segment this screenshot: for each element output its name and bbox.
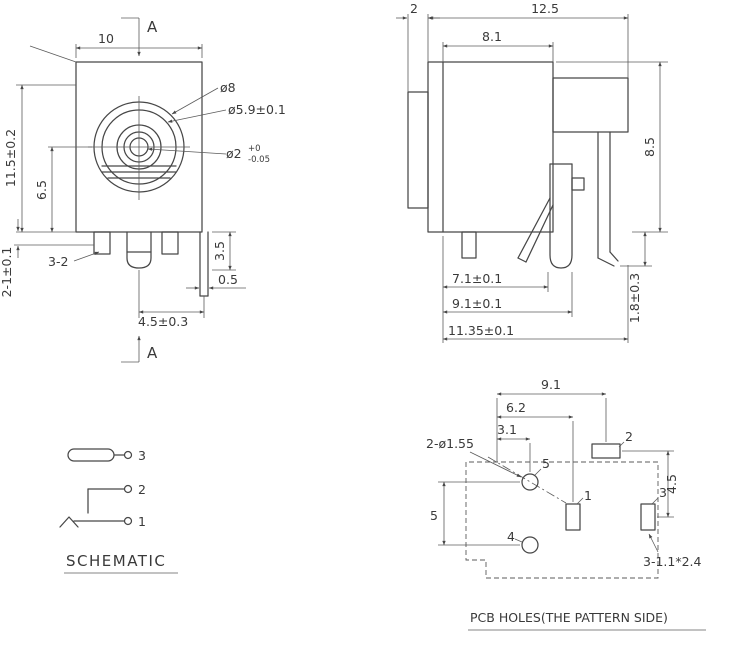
pcb-pattern: 9.1 6.2 3.1 2-ø1.55 5 4.5 3-1.1*2.4 2 5 … [426, 377, 706, 631]
pcb-pad-1 [565, 503, 581, 531]
schematic-pin1-label: 1 [138, 514, 146, 529]
section-label-bottom: A [147, 344, 158, 362]
schematic-barrel-symbol [67, 448, 115, 462]
schematic-pin2-label: 2 [138, 482, 146, 497]
dim-side-height: 8.5 [642, 137, 657, 157]
dim-front-center-height: 6.5 [34, 180, 49, 200]
pcb-holes-note: 2-ø1.55 [426, 436, 474, 451]
dim-side-total: 12.5 [531, 1, 559, 16]
pcb-dim-vertical: 5 [430, 508, 438, 523]
dim-side-flange: 2 [410, 1, 418, 16]
pcb-pad3-label: 3 [659, 485, 667, 500]
pcb-hole-5 [521, 473, 539, 491]
dim-pin-length: 3.5 [212, 241, 227, 261]
dim-side-overall: 11.35±0.1 [448, 323, 514, 338]
pcb-dim-a: 9.1 [541, 377, 561, 392]
side-flange [407, 91, 429, 209]
dia-pin-label: ø2 [226, 146, 242, 161]
front-left-pin [93, 231, 111, 255]
pcb-pad-2 [591, 443, 621, 459]
dim-side-pin-a: 7.1±0.1 [452, 271, 502, 286]
section-label-top: A [147, 18, 158, 36]
dia-pin-tol-lower: -0.05 [248, 155, 270, 165]
schematic-switch-contact [59, 516, 79, 528]
pcb-pad-3 [640, 503, 656, 531]
dim-center-pin-offset: 4.5±0.3 [138, 314, 188, 329]
dim-front-height: 11.5±0.2 [3, 129, 18, 187]
dim-front-width: 10 [98, 31, 114, 46]
pcb-dim-c: 3.1 [497, 422, 517, 437]
side-view: 2 12.5 8.1 8.5 7.1±0.1 9.1±0.1 11.35±0.1… [396, 1, 668, 343]
pcb-caption: PCB HOLES(THE PATTERN SIDE) [470, 610, 668, 625]
front-center-pin [126, 231, 152, 269]
pcb-pad4-label: 4 [507, 529, 515, 544]
dia-outer-label: ø8 [220, 80, 236, 95]
dim-side-pin-b: 9.1±0.1 [452, 296, 502, 311]
schematic-pin3-label: 3 [138, 448, 146, 463]
front-right-pin [161, 231, 179, 255]
side-rear-block [552, 77, 629, 133]
side-center-terminal [549, 163, 573, 269]
side-body [427, 61, 554, 233]
schematic: 3 2 1 SCHEMATIC [59, 448, 178, 574]
pcb-hole-4 [521, 536, 539, 554]
schematic-title: SCHEMATIC [66, 552, 166, 570]
front-view: A A 10 11.5±0.2 6.5 ø8 ø5.9±0.1 ø2 +0 -0… [0, 17, 286, 363]
dim-pin-width: 2-1±0.1 [0, 247, 14, 298]
dim-side-pins: 3-2 [48, 254, 68, 269]
side-front-leg [461, 231, 477, 259]
pcb-outline [465, 461, 659, 579]
dim-side-leg: 1.8±0.3 [627, 273, 642, 323]
pcb-dim-pad-offset: 4.5 [664, 474, 679, 494]
pcb-dim-b: 6.2 [506, 400, 526, 415]
dim-side-body: 8.1 [482, 29, 502, 44]
dia-pin-tol-upper: +0 [248, 144, 261, 154]
pcb-pad2-label: 2 [625, 429, 633, 444]
dia-barrel-label: ø5.9±0.1 [228, 102, 286, 117]
pcb-pad1-label: 1 [584, 488, 592, 503]
pcb-slots-note: 3-1.1*2.4 [643, 554, 702, 569]
dim-bracket: 0.5 [218, 272, 238, 287]
pcb-pad5-label: 5 [542, 456, 550, 471]
